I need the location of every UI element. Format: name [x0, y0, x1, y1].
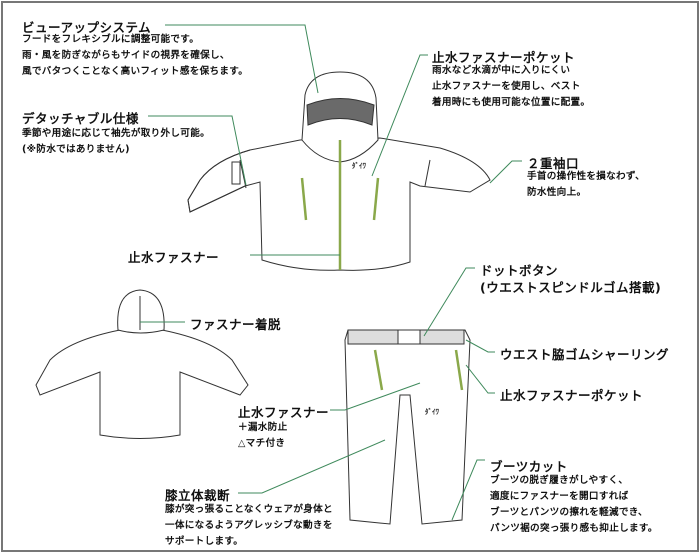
detachable-title: デタッチャブル仕様 — [22, 111, 139, 126]
pants-zipper-desc: ＋漏水防止 △マチ付き — [238, 420, 287, 452]
jacket-back-illustration — [35, 289, 249, 439]
double-cuff-line: 手首の操作性を損なわず、 — [527, 171, 646, 182]
jacket-pocket-line: 雨水など水滴が中に入りにくい — [432, 65, 571, 76]
detachable-line: (※防水ではありません) — [22, 144, 130, 155]
pants-left-pocket-zip — [373, 349, 384, 391]
viewup-line: 風でバタつくことなく高いフィット感を保ちます。 — [22, 66, 249, 77]
bootcut-line: ブーツの脱ぎ履きがしやすく、 — [490, 475, 629, 486]
knee-desc: 膝が突っ張ることなくウェアが身体と 一体になるようアグレッシブな動きを サポート… — [165, 502, 333, 550]
pants-zipper-line: ＋漏水防止 — [238, 422, 288, 433]
viewup-desc: フードをフレキシブルに調整可能です。 雨・風を防ぎながらもサイドの視界を確保し、… — [22, 32, 248, 80]
knee-line: 膝が突っ張ることなくウェアが身体と — [165, 504, 333, 515]
pants-right-pocket-zip — [454, 349, 464, 391]
svg-text:ﾀﾞｲﾜ: ﾀﾞｲﾜ — [352, 161, 366, 170]
bootcut-desc: ブーツの脱ぎ履きがしやすく、 適度にファスナーを開口すれば ブーツとパンツの擦れ… — [490, 473, 658, 537]
bootcut-line: パンツ裾の突っ張り感も抑止します。 — [490, 523, 658, 534]
pants-pocket-title: 止水ファスナーポケット — [500, 388, 644, 403]
pants-zipper-line: △マチ付き — [238, 438, 286, 449]
pants-zipper-title: 止水ファスナー — [238, 405, 330, 420]
pants-illustration: ﾀﾞｲﾜ — [344, 329, 471, 525]
bootcut-line: 適度にファスナーを開口すれば — [490, 491, 629, 502]
knee-line: 一体になるようアグレッシブな動きを — [165, 520, 333, 531]
double-cuff-line: 防水性向上。 — [527, 187, 587, 198]
knee-title: 膝立体裁断 — [165, 488, 231, 503]
jacket-zipper-title: 止水ファスナー — [128, 250, 220, 265]
double-cuff-title: ２重袖口 — [527, 156, 580, 171]
hood-visor — [306, 98, 375, 126]
jacket-pocket-desc: 雨水など水滴が中に入りにくい 止水ファスナーを使用し、ベスト 着用時にも使用可能… — [432, 63, 590, 111]
viewup-line: 雨・風を防ぎながらもサイドの視界を確保し、 — [22, 50, 230, 61]
double-cuff-desc: 手首の操作性を損なわず、 防水性向上。 — [527, 169, 645, 201]
jacket-left-sleeve — [187, 149, 251, 213]
leader-lines — [140, 24, 522, 521]
viewup-line: フードをフレキシブルに調整可能です。 — [22, 34, 200, 45]
viewup-title: ビューアップシステム — [22, 20, 152, 35]
jacket-left-pocket-zip — [300, 177, 308, 221]
bootcut-title: ブーツカット — [490, 459, 568, 474]
jacket-pocket-title: 止水ファスナーポケット — [432, 50, 576, 65]
jacket-pocket-line: 着用時にも使用可能な位置に配置。 — [432, 97, 591, 108]
jacket-pocket-line: 止水ファスナーを使用し、ベスト — [432, 81, 581, 92]
jacket-right-pocket-zip — [372, 177, 380, 221]
dot-button-sub: (ウエストスピンドルゴム搭載) — [480, 280, 662, 295]
hood-zip-title: ファスナー着脱 — [190, 317, 282, 332]
detachable-desc: 季節や用途に応じて袖先が取り外し可能。 (※防水ではありません) — [22, 126, 210, 158]
detachable-line: 季節や用途に応じて袖先が取り外し可能。 — [22, 128, 210, 139]
dot-button-title: ドットボタン — [480, 263, 559, 278]
bootcut-line: ブーツとパンツの擦れを軽減でき、 — [490, 507, 648, 518]
svg-text:ﾀﾞｲﾜ: ﾀﾞｲﾜ — [425, 407, 439, 416]
waist-shirring-title: ウエスト脇ゴムシャーリング — [500, 347, 670, 362]
knee-line: サポートします。 — [165, 536, 244, 547]
